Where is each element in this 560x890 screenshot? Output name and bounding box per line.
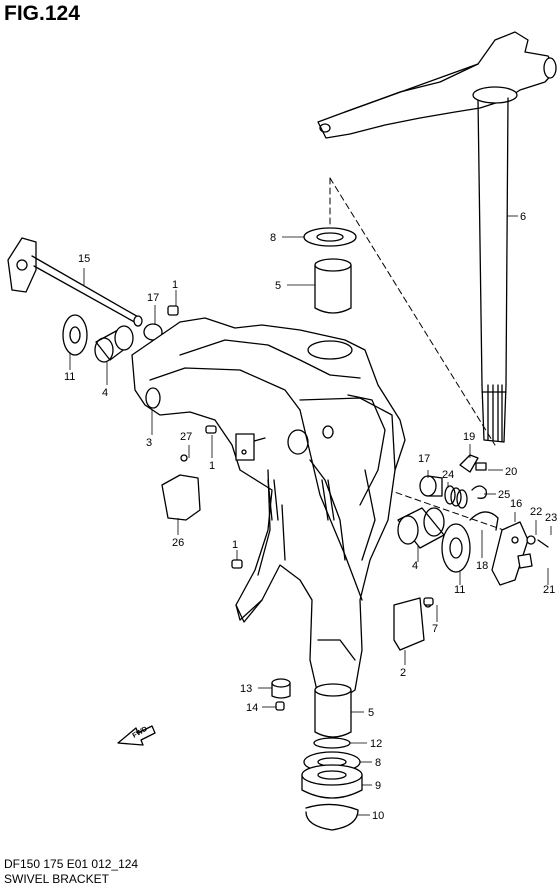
callout-c20: 20 bbox=[505, 466, 517, 478]
callout-c27: 27 bbox=[180, 431, 192, 443]
callout-c15: 15 bbox=[78, 253, 90, 265]
clamp-26 bbox=[161, 474, 201, 521]
bolt-27 bbox=[205, 425, 217, 434]
bushing-17-right bbox=[419, 475, 443, 497]
bolt-20 bbox=[475, 462, 487, 471]
ring-12 bbox=[313, 737, 351, 749]
snap-ring-10 bbox=[305, 803, 359, 831]
bolt-1-lower bbox=[231, 559, 243, 569]
callout-c9: 9 bbox=[375, 780, 381, 792]
caption-part-name: SWIVEL BRACKET bbox=[4, 872, 109, 886]
callout-c23: 23 bbox=[545, 512, 557, 524]
leader-lines bbox=[69, 215, 552, 816]
lever-18 bbox=[469, 511, 499, 531]
thrust-washer-8-top bbox=[303, 227, 357, 247]
seal-9 bbox=[301, 764, 363, 799]
callout-c1a: 1 bbox=[172, 279, 178, 291]
clip-25 bbox=[471, 485, 487, 499]
callout-c8a: 8 bbox=[270, 232, 276, 244]
pin-23 bbox=[537, 539, 549, 548]
callout-c17a: 17 bbox=[147, 292, 159, 304]
callout-c6: 6 bbox=[520, 211, 526, 223]
tilt-pin bbox=[7, 237, 143, 327]
callout-c5b: 5 bbox=[368, 707, 374, 719]
callout-c3: 3 bbox=[146, 437, 152, 449]
callout-c5a: 5 bbox=[275, 280, 281, 292]
callout-c13: 13 bbox=[240, 683, 252, 695]
bracket-19 bbox=[459, 454, 479, 473]
callout-c25: 25 bbox=[498, 489, 510, 501]
bushing-5-lower bbox=[314, 683, 352, 738]
callout-c2: 2 bbox=[400, 667, 406, 679]
swivel-bracket-body bbox=[131, 317, 406, 701]
callout-c24: 24 bbox=[442, 469, 454, 481]
callout-c1c: 1 bbox=[232, 539, 238, 551]
screw-14 bbox=[275, 701, 285, 711]
callout-c22: 22 bbox=[530, 506, 542, 518]
callout-c1b: 1 bbox=[209, 460, 215, 472]
bushing-13 bbox=[271, 678, 291, 699]
caption-model-code: DF150 175 E01 012_124 bbox=[4, 857, 139, 871]
steering-arm bbox=[317, 31, 557, 139]
spring-24 bbox=[444, 485, 468, 509]
callout-c14: 14 bbox=[246, 702, 258, 714]
bushing-4-left bbox=[94, 325, 134, 363]
washer-22 bbox=[526, 535, 536, 545]
washer-11-right bbox=[441, 523, 471, 573]
callout-c4b: 4 bbox=[412, 560, 418, 572]
callout-c18: 18 bbox=[476, 560, 488, 572]
callout-c26: 26 bbox=[172, 537, 184, 549]
bolt-1-top bbox=[167, 305, 179, 316]
nut-21 bbox=[517, 553, 533, 569]
callout-c21: 21 bbox=[543, 584, 555, 596]
bushing-5-top bbox=[314, 258, 352, 314]
callout-c11a: 11 bbox=[64, 371, 75, 383]
plate-16 bbox=[491, 521, 529, 586]
callout-c10: 10 bbox=[372, 810, 384, 822]
callout-c7: 7 bbox=[432, 623, 438, 635]
fwd-arrow-icon bbox=[117, 725, 156, 746]
bolt-7 bbox=[423, 597, 434, 606]
callout-c4a: 4 bbox=[102, 387, 108, 399]
callout-c12: 12 bbox=[370, 738, 382, 750]
bushing-4-right bbox=[397, 507, 445, 549]
callout-c11b: 11 bbox=[454, 584, 465, 596]
callout-c19: 19 bbox=[463, 431, 475, 443]
callout-c16: 16 bbox=[510, 498, 522, 510]
clamp-2 bbox=[393, 597, 425, 651]
figure-title: FIG.124 bbox=[4, 2, 80, 25]
washer-11-left bbox=[62, 314, 88, 356]
steering-shaft bbox=[477, 97, 509, 443]
callout-c17b: 17 bbox=[418, 453, 430, 465]
callout-c8b: 8 bbox=[375, 757, 381, 769]
